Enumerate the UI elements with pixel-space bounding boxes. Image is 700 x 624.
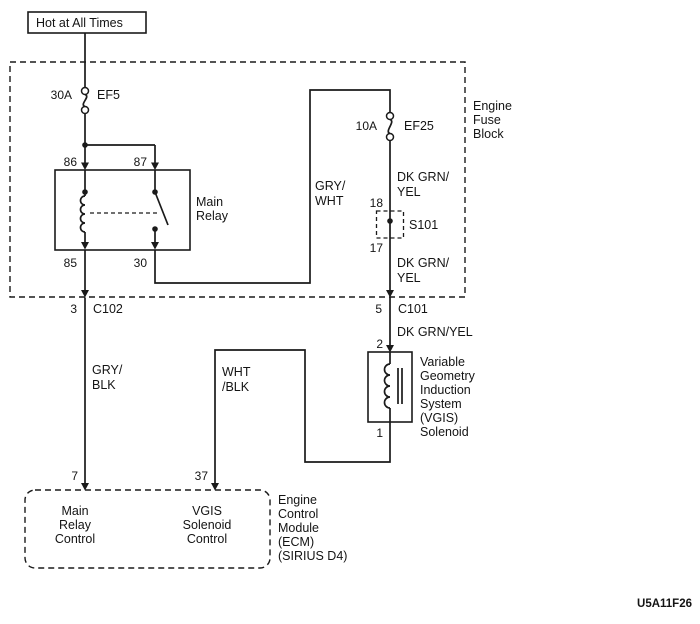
- junction-dot: [82, 189, 88, 195]
- engine-fuse-block-label: Block: [473, 127, 504, 141]
- arrowhead-into-c101: [386, 290, 394, 298]
- connector-c102-pin: 3: [70, 302, 77, 316]
- wire-gry-wht-run: [154, 89, 391, 284]
- wire-label-wht-blk: WHT: [222, 365, 251, 379]
- arrowhead-switch-out: [151, 242, 159, 250]
- relay-pin-87-label: 87: [134, 155, 148, 169]
- power-source: Hot at All Times: [27, 11, 147, 88]
- relay-switch-arm: [154, 191, 169, 226]
- solenoid-label: (VGIS): [420, 411, 458, 425]
- engine-fuse-block-label: Fuse: [473, 113, 501, 127]
- fuse-ef5: 30A EF5: [51, 86, 120, 115]
- relay-pin-30-label: 30: [134, 256, 148, 270]
- arrowhead-coil-out: [81, 242, 89, 250]
- solenoid-coil: [383, 363, 391, 409]
- connector-c101-label: C101: [398, 302, 428, 316]
- wire-label-dk-grn-yel: YEL: [397, 185, 421, 199]
- fuse-ef5-rating: 30A: [51, 88, 72, 102]
- power-source-label: Hot at All Times: [36, 16, 123, 30]
- relay-coil: [79, 195, 86, 233]
- wire-label-dk-grn-yel: DK GRN/: [397, 170, 450, 184]
- switched-feed-wire: GRY/ WHT: [154, 89, 391, 284]
- relay-pin-85-label: 85: [64, 256, 78, 270]
- splice-dot: [387, 218, 393, 224]
- ecm-outline: [24, 489, 271, 569]
- ecm-pin-37-label: 37: [195, 469, 209, 483]
- ecm-label: Control: [278, 507, 318, 521]
- relay-label: Relay: [196, 209, 229, 223]
- relay-label: Main: [196, 195, 223, 209]
- ecm-label: Module: [278, 521, 319, 535]
- ecm-label: (SIRIUS D4): [278, 549, 347, 563]
- fuse-ef25-name: EF25: [404, 119, 434, 133]
- solenoid-label: System: [420, 397, 462, 411]
- solenoid-feed-wire: DK GRN/YEL 2: [376, 297, 473, 353]
- connectors: 3 C102 5 C101: [70, 250, 428, 316]
- arrowhead-into-c102: [81, 290, 89, 298]
- connector-c102-label: C102: [93, 302, 123, 316]
- wire-label-gry-blk: GRY/: [92, 363, 123, 377]
- wire-label-gry-blk: BLK: [92, 378, 116, 392]
- wire-wht-blk-run: [214, 349, 391, 483]
- power-source-box: [27, 11, 147, 34]
- wire-label-dk-grn-yel-solenoid: DK GRN/YEL: [397, 325, 473, 339]
- engine-fuse-block-outline: [9, 61, 466, 298]
- engine-fuse-block: Engine Fuse Block: [9, 61, 512, 298]
- solenoid-label: Solenoid: [420, 425, 469, 439]
- solenoid-label: Geometry: [420, 369, 476, 383]
- engine-fuse-block-label: Engine: [473, 99, 512, 113]
- diagram-reference-code: U5A11F26: [637, 598, 692, 610]
- splice-pin-in-label: 18: [370, 196, 384, 210]
- wire-label-dk-grn-yel: DK GRN/: [397, 256, 450, 270]
- main-relay: 86 87 Main Relay 85 30: [54, 155, 229, 270]
- splice-pin-out-label: 17: [370, 241, 384, 255]
- vgis-control-wire: WHT /BLK 37: [195, 349, 391, 491]
- ecm: Main Relay Control VGIS Solenoid Control…: [24, 489, 347, 569]
- ecm-pin-7-label: 7: [71, 469, 78, 483]
- fuse-terminal: [385, 132, 395, 142]
- ecm-main-relay-control-label: Control: [55, 532, 95, 546]
- relay-pin-86-label: 86: [64, 155, 78, 169]
- relay-feed-wires: [81, 113, 159, 170]
- fuse-ef25: 10A EF25: [356, 111, 434, 142]
- ecm-vgis-solenoid-control-label: Solenoid: [183, 518, 232, 532]
- solenoid-label: Induction: [420, 383, 471, 397]
- connector-c101-pin: 5: [375, 302, 382, 316]
- splice-s101-label: S101: [409, 218, 438, 232]
- splice-s101: DK GRN/ YEL 18 S101 17 DK GRN/ YEL: [370, 140, 450, 298]
- ecm-label: (ECM): [278, 535, 314, 549]
- ecm-vgis-solenoid-control-label: Control: [187, 532, 227, 546]
- solenoid-label: Variable: [420, 355, 465, 369]
- splice-s101-box: [375, 210, 405, 239]
- main-relay-control-wire: GRY/ BLK 7: [71, 297, 123, 491]
- arrowhead-into-solenoid: [386, 345, 394, 353]
- fuse-terminal: [80, 86, 90, 96]
- arrowhead-into-relay-87: [151, 162, 159, 170]
- ecm-vgis-solenoid-control-label: VGIS: [192, 504, 222, 518]
- arrowhead-into-ecm-37: [211, 483, 219, 491]
- ecm-main-relay-control-label: Relay: [59, 518, 92, 532]
- wire-label-gry-wht: GRY/: [315, 179, 346, 193]
- arrowhead-into-relay-86: [81, 162, 89, 170]
- wire-label-wht-blk: /BLK: [222, 380, 250, 394]
- fuse-terminal: [385, 111, 395, 121]
- fuse-element: [82, 93, 88, 108]
- fuse-terminal: [80, 105, 90, 115]
- fuse-ef5-name: EF5: [97, 88, 120, 102]
- ecm-label: Engine: [278, 493, 317, 507]
- vgis-solenoid: Variable Geometry Induction System (VGIS…: [367, 351, 476, 440]
- arrowhead-into-ecm-7: [81, 483, 89, 491]
- solenoid-pin-1-label: 1: [376, 426, 383, 440]
- fuse-ef25-rating: 10A: [356, 119, 377, 133]
- fuse-element: [387, 118, 393, 135]
- solenoid-pin-2-label: 2: [376, 337, 383, 351]
- relay-box: [54, 169, 191, 251]
- ecm-main-relay-control-label: Main: [61, 504, 88, 518]
- wire-label-gry-wht: WHT: [315, 194, 344, 208]
- wire-label-dk-grn-yel: YEL: [397, 271, 421, 285]
